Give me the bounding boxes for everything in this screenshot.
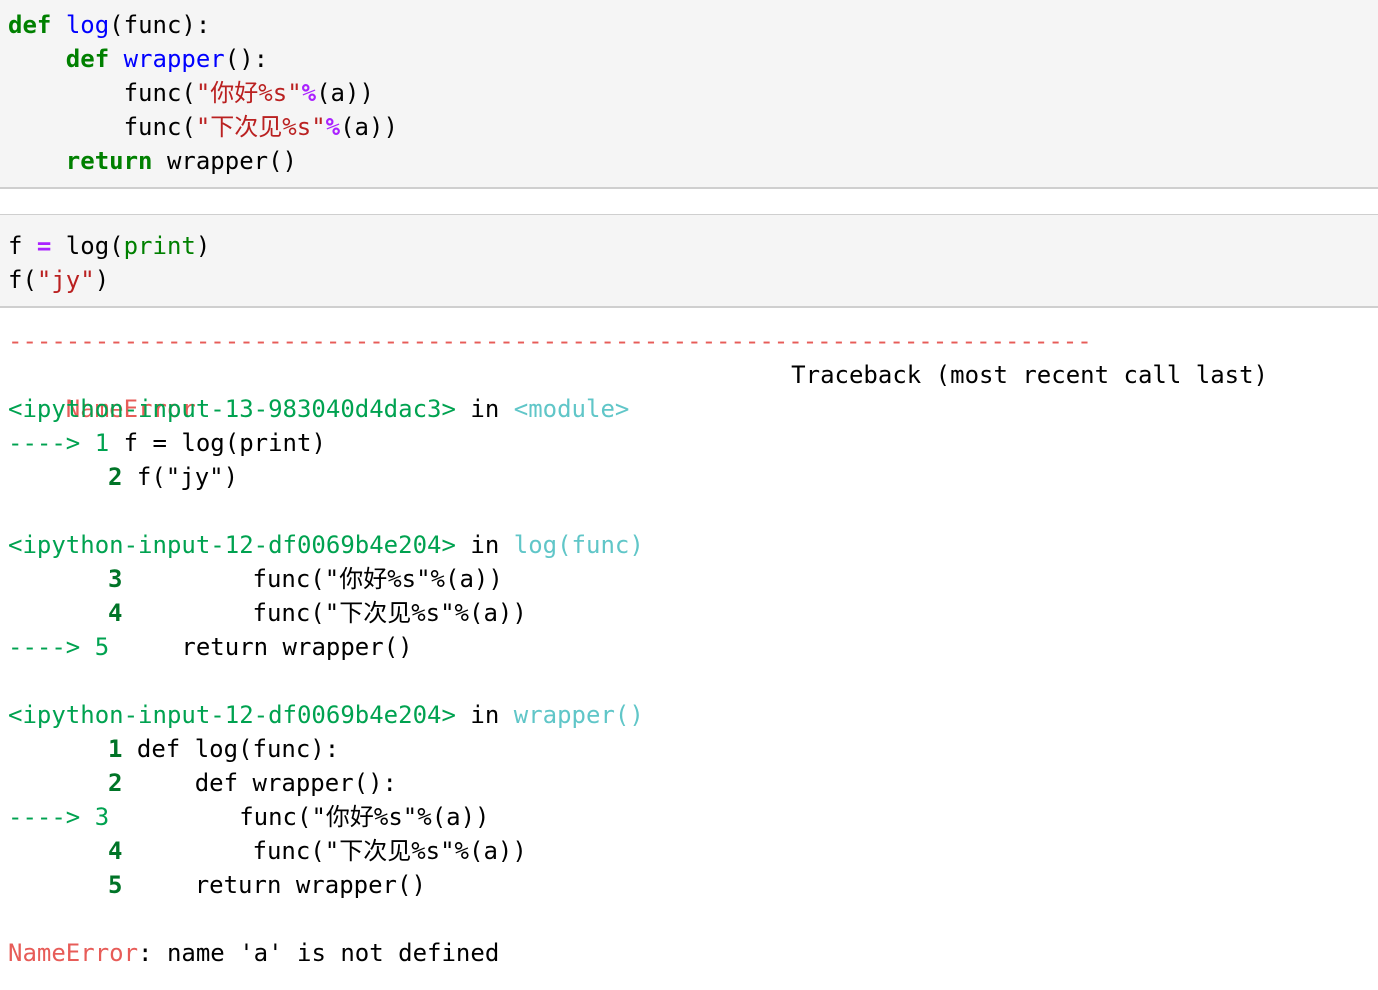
- frame-line: 2 def wrapper():: [8, 766, 397, 800]
- code-text: (func):: [109, 11, 211, 39]
- line-number: 4: [108, 837, 123, 865]
- arrow-marker: ---->: [8, 803, 81, 831]
- frame-code: return wrapper(): [123, 633, 413, 661]
- line-number: 2: [108, 769, 123, 797]
- operator: =: [36, 232, 52, 260]
- error-name: NameError: [8, 939, 139, 967]
- frame-code: func("你好%s"%(a)): [123, 803, 490, 831]
- line-number: 4: [108, 599, 123, 627]
- final-error-line: NameError: name 'a' is not defined: [8, 936, 499, 970]
- operator: %: [325, 113, 341, 141]
- line-number: 1: [108, 735, 123, 763]
- line-number: 3: [94, 803, 110, 831]
- error-name: NameError: [65, 395, 196, 423]
- frame-line: 5 return wrapper(): [8, 868, 426, 902]
- cell-output-traceback: ----------------------------------------…: [0, 308, 1378, 990]
- error-message: : name 'a' is not defined: [138, 939, 500, 967]
- string-literal: "jy": [36, 266, 95, 294]
- frame-file: <ipython-input-12-df0069b4e204>: [8, 531, 456, 559]
- traceback-title: Traceback (most recent call last): [791, 361, 1268, 389]
- builtin-name: print: [123, 232, 196, 260]
- string-literal: "下次见%s": [195, 113, 326, 141]
- code-cell-2[interactable]: f = log(print) f("jy"): [0, 214, 1378, 308]
- keyword: def: [8, 11, 52, 39]
- code-line: func("下次见%s"%(a)): [8, 110, 398, 144]
- frame-code: func("下次见%s"%(a)): [136, 837, 527, 865]
- code-line: def wrapper():: [8, 42, 268, 76]
- frame-header: <ipython-input-13-983040d4dac3> in <modu…: [8, 392, 629, 426]
- code-text: func(: [123, 79, 196, 107]
- line-number: 2: [108, 463, 123, 491]
- arrow-marker: ---->: [8, 429, 81, 457]
- frame-in: in: [470, 531, 500, 559]
- line-number: 1: [94, 429, 110, 457]
- line-number: 5: [108, 871, 123, 899]
- keyword: return: [65, 147, 153, 175]
- arrow-marker: ---->: [8, 633, 81, 661]
- code-line: f("jy"): [8, 263, 109, 297]
- code-line: def log(func):: [8, 8, 210, 42]
- frame-line: 2 f("jy"): [8, 460, 238, 494]
- string-literal: "你好%s": [195, 79, 302, 107]
- line-number: 5: [94, 633, 110, 661]
- frame-line: 4 func("下次见%s"%(a)): [8, 834, 527, 868]
- code-text: ():: [224, 45, 269, 73]
- frame-in: in: [470, 701, 500, 729]
- code-text: f: [8, 232, 37, 260]
- code-text: (a)): [340, 113, 398, 141]
- frame-location: wrapper(): [513, 701, 644, 729]
- operator: %: [301, 79, 317, 107]
- frame-header: <ipython-input-12-df0069b4e204> in wrapp…: [8, 698, 644, 732]
- frame-file: <ipython-input-13-983040d4dac3>: [8, 395, 456, 423]
- frame-code: f("jy"): [136, 463, 239, 491]
- frame-code: return wrapper(): [136, 871, 426, 899]
- frame-line: 1 def log(func):: [8, 732, 339, 766]
- frame-code: def wrapper():: [136, 769, 397, 797]
- function-name: wrapper: [123, 45, 225, 73]
- code-text: ): [195, 232, 211, 260]
- frame-line: ----> 1 f = log(print): [8, 426, 326, 460]
- code-cell-1[interactable]: def log(func): def wrapper(): func("你好%s…: [0, 0, 1378, 189]
- traceback-separator: ----------------------------------------…: [8, 327, 1092, 355]
- frame-location: <module>: [513, 395, 630, 423]
- line-number: 3: [108, 565, 123, 593]
- function-name: log: [65, 11, 110, 39]
- code-text: wrapper(): [166, 147, 297, 175]
- frame-in: in: [470, 395, 500, 423]
- frame-header: <ipython-input-12-df0069b4e204> in log(f…: [8, 528, 644, 562]
- frame-line: 4 func("下次见%s"%(a)): [8, 596, 527, 630]
- code-text: (a)): [316, 79, 374, 107]
- frame-code: func("你好%s"%(a)): [136, 565, 503, 593]
- traceback-header: NameError Traceback (most recent call la…: [8, 358, 1268, 423]
- frame-code: func("下次见%s"%(a)): [136, 599, 527, 627]
- keyword: def: [65, 45, 110, 73]
- code-line: f = log(print): [8, 229, 210, 263]
- code-text: ): [94, 266, 110, 294]
- code-line: return wrapper(): [8, 144, 297, 178]
- frame-code: def log(func):: [136, 735, 340, 763]
- frame-line: 3 func("你好%s"%(a)): [8, 562, 503, 596]
- code-text: f(: [8, 266, 37, 294]
- frame-location: log(func): [513, 531, 644, 559]
- frame-file: <ipython-input-12-df0069b4e204>: [8, 701, 456, 729]
- frame-line: ----> 5 return wrapper(): [8, 630, 413, 664]
- frame-line: ----> 3 func("你好%s"%(a)): [8, 800, 490, 834]
- frame-code: f = log(print): [123, 429, 326, 457]
- code-text: log(: [51, 232, 124, 260]
- code-line: func("你好%s"%(a)): [8, 76, 374, 110]
- code-text: func(: [123, 113, 196, 141]
